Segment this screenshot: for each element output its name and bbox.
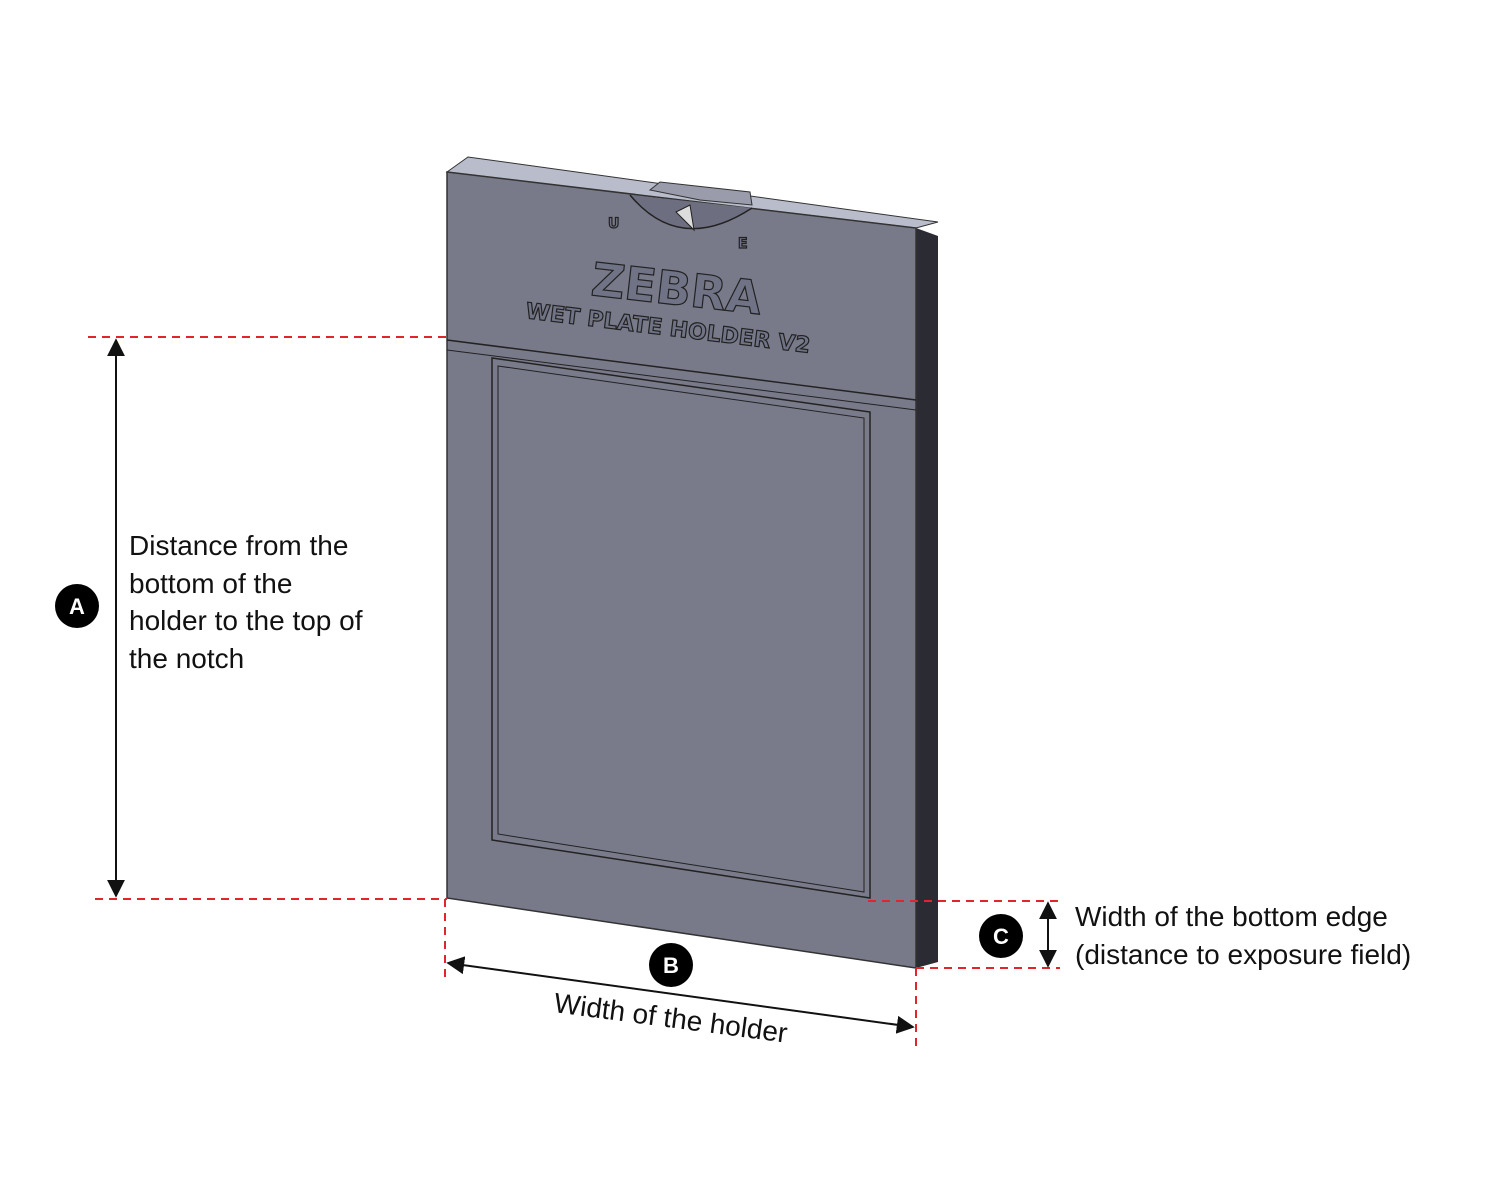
holder-side bbox=[916, 228, 938, 968]
badge-a bbox=[55, 584, 99, 628]
mark-u: U bbox=[608, 216, 619, 232]
badge-c bbox=[979, 914, 1023, 958]
wet-plate-holder: U E ZEBRA WET PLATE HOLDER V2 bbox=[445, 156, 939, 969]
label-a-line: Distance from the bbox=[129, 530, 348, 561]
notch-tab bbox=[648, 181, 753, 206]
label-c-line: (distance to exposure field) bbox=[1075, 939, 1411, 970]
mark-e: E bbox=[738, 236, 748, 252]
badge-c-letter: C bbox=[993, 924, 1009, 949]
label-a-line: bottom of the bbox=[129, 568, 292, 599]
badge-a-letter: A bbox=[69, 594, 85, 619]
exposure-field bbox=[491, 357, 871, 899]
badge-b-letter: B bbox=[663, 953, 679, 978]
label-c-line: Width of the bottom edge bbox=[1075, 901, 1388, 932]
dimension-b-arrow bbox=[446, 956, 915, 1034]
dimension-a: A Distance from the bottom of the holder… bbox=[55, 530, 363, 674]
notch-triangle-icon bbox=[675, 204, 695, 232]
label-b: Width of the holder bbox=[552, 987, 789, 1048]
badge-b bbox=[649, 943, 693, 987]
dimension-b: B Width of the holder bbox=[552, 943, 789, 1049]
dimension-c: C Width of the bottom edge (distance to … bbox=[979, 901, 1411, 970]
label-a-line: the notch bbox=[129, 643, 244, 674]
label-a-line: holder to the top of bbox=[129, 605, 363, 636]
